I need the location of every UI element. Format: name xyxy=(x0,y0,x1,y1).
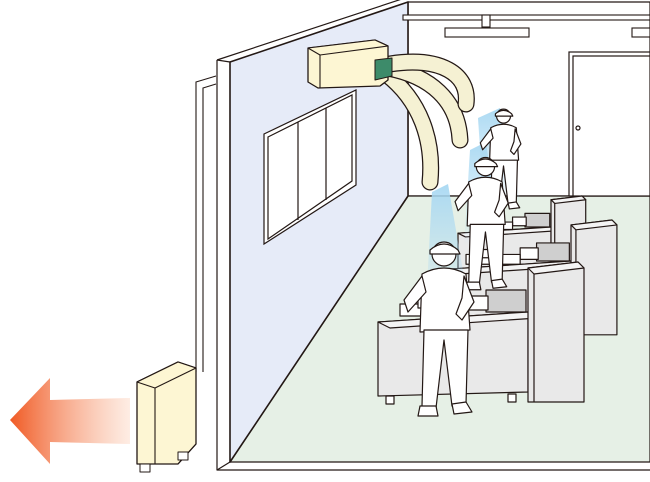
worker-icon xyxy=(454,156,509,291)
wall-edge-top xyxy=(216,59,231,63)
door-icon xyxy=(568,51,650,197)
window-icon xyxy=(263,89,357,246)
ac-indoor-unit-icon xyxy=(307,39,393,89)
ceiling-light-icon xyxy=(402,14,650,38)
flexible-duct-icon xyxy=(377,65,440,191)
refrigerant-pipe xyxy=(195,75,217,372)
workers xyxy=(403,108,522,417)
wall-edge-bottom xyxy=(216,461,231,471)
ac-outdoor-unit-icon xyxy=(136,361,197,473)
flexible-duct-icon xyxy=(381,53,475,113)
worker-icon xyxy=(403,241,475,417)
ducts xyxy=(377,53,475,191)
left-wall xyxy=(229,1,409,463)
heat-exhaust-arrow-icon xyxy=(10,378,130,464)
wall-edge-outer xyxy=(216,0,401,61)
